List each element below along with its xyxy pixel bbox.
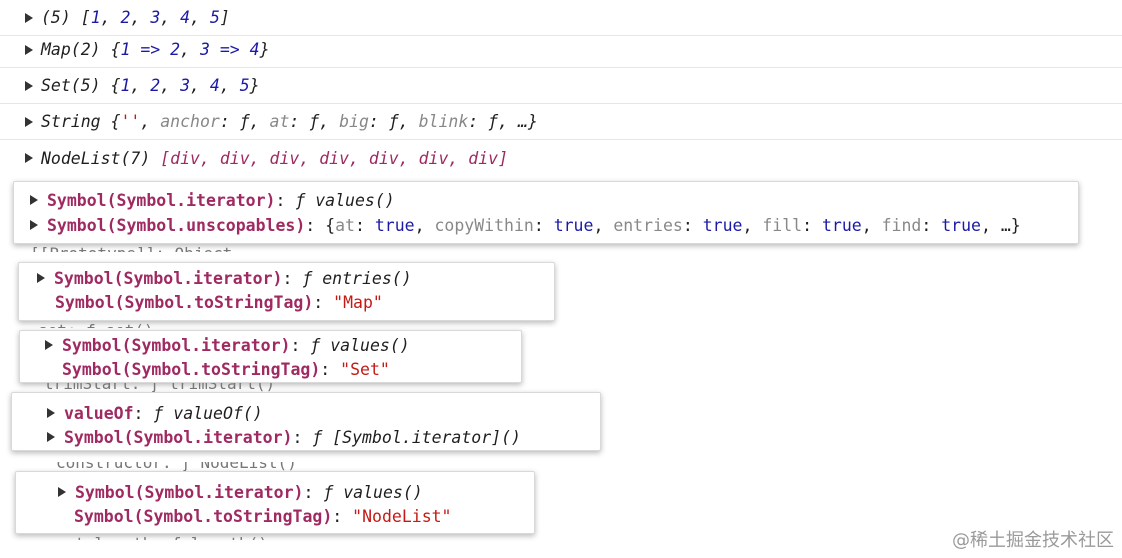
map-prototype-snippet: Symbol(Symbol.iterator): ƒ entries() Sym… (18, 262, 555, 321)
valueof-line[interactable]: valueOf: ƒ valueOf() (47, 401, 263, 425)
expand-triangle-icon[interactable] (37, 273, 45, 283)
watermark: @稀土掘金技术社区 (952, 530, 1114, 551)
console-row-string[interactable]: String {'', anchor: ƒ, at: ƒ, big: ƒ, bl… (0, 104, 1122, 140)
expand-triangle-icon[interactable] (25, 116, 33, 127)
row-prefix: String (41, 112, 111, 131)
expand-triangle-icon[interactable] (30, 220, 38, 230)
string-prototype-snippet: valueOf: ƒ valueOf() Symbol(Symbol.itera… (11, 392, 601, 451)
console-row-set[interactable]: Set(5) {1, 2, 3, 4, 5} (0, 68, 1122, 104)
set-iterator-line[interactable]: Symbol(Symbol.iterator): ƒ values() (45, 333, 410, 357)
expand-triangle-icon[interactable] (45, 340, 53, 350)
row-prefix: Map(2) (41, 40, 111, 59)
expand-triangle-icon[interactable] (25, 12, 33, 23)
row-prefix: Set(5) (41, 76, 111, 95)
set-prototype-snippet: Symbol(Symbol.iterator): ƒ values() Symb… (19, 330, 522, 383)
expand-triangle-icon[interactable] (25, 44, 33, 55)
ghost-nodelist-bottom: get length: ƒ length() (56, 534, 268, 540)
console-row-map[interactable]: Map(2) {1 => 2, 3 => 4} (0, 32, 1122, 68)
string-iterator-line[interactable]: Symbol(Symbol.iterator): ƒ [Symbol.itera… (47, 425, 521, 449)
array-unscopables-line[interactable]: Symbol(Symbol.unscopables): {at: true, c… (30, 213, 1021, 237)
ghost-prototype-text: [[Prototype]]: Object (30, 244, 232, 252)
map-tostringtag-line: Symbol(Symbol.toStringTag): "Map" (55, 292, 383, 312)
map-iterator-line[interactable]: Symbol(Symbol.iterator): ƒ entries() (37, 266, 412, 290)
ghost-map-text: set: ƒ set() (38, 321, 154, 328)
ghost-string-text: trimStart: ƒ trimStart() (44, 383, 275, 392)
console-row-nodelist[interactable]: NodeList(7) [div, div, div, div, div, di… (0, 140, 1122, 176)
array-prototype-snippet: Symbol(Symbol.iterator): ƒ values() Symb… (13, 181, 1079, 244)
expand-triangle-icon[interactable] (25, 153, 33, 163)
expand-triangle-icon[interactable] (25, 80, 33, 91)
set-tostringtag-line: Symbol(Symbol.toStringTag): "Set" (62, 359, 390, 379)
nodelist-iterator-line[interactable]: Symbol(Symbol.iterator): ƒ values() (58, 480, 423, 504)
expand-triangle-icon[interactable] (47, 408, 55, 418)
expand-triangle-icon[interactable] (30, 195, 38, 205)
expand-triangle-icon[interactable] (47, 432, 55, 442)
ghost-nodelist-top: constructor: ƒ NodeList() (56, 462, 297, 471)
array-iterator-line[interactable]: Symbol(Symbol.iterator): ƒ values() (30, 188, 395, 212)
console-row-array[interactable]: (5) [1, 2, 3, 4, 5] (0, 0, 1122, 36)
row-prefix: NodeList(7) (41, 148, 161, 168)
nodelist-tostringtag-line: Symbol(Symbol.toStringTag): "NodeList" (74, 506, 452, 526)
nodelist-prototype-snippet: Symbol(Symbol.iterator): ƒ values() Symb… (15, 471, 535, 534)
row-prefix: (5) (41, 8, 81, 27)
expand-triangle-icon[interactable] (58, 487, 66, 497)
